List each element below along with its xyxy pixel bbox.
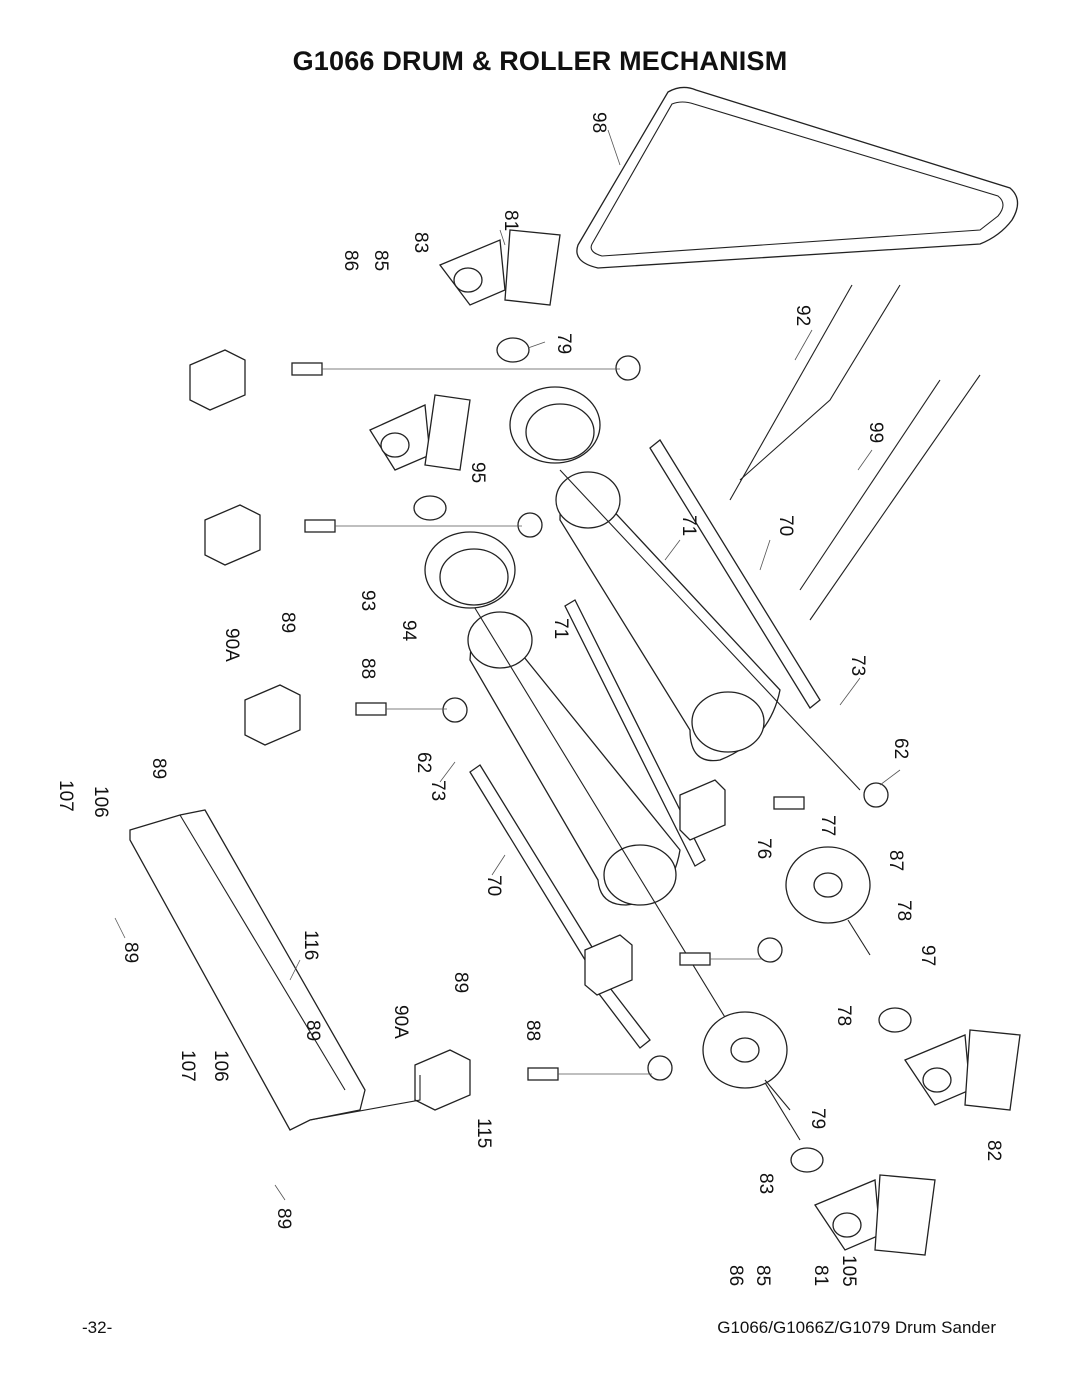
callout-89-upper: 89 — [277, 612, 298, 633]
callout-90A-upper: 90A — [221, 628, 242, 662]
callout-82: 82 — [983, 1140, 1004, 1161]
callout-71-lower: 71 — [550, 618, 571, 639]
callout-99: 99 — [865, 422, 886, 443]
dust-cover — [129, 809, 421, 1131]
callout-79-top: 79 — [553, 333, 574, 354]
leader-lines — [114, 129, 901, 1201]
callout-94: 94 — [398, 620, 419, 642]
callout-78-right: 78 — [893, 900, 914, 921]
callout-116: 116 — [300, 930, 321, 960]
upper-drum — [555, 469, 861, 791]
callout-106-upper: 106 — [90, 786, 111, 818]
callout-81-top: 81 — [500, 210, 521, 231]
callout-89-lower: 89 — [302, 1020, 323, 1041]
sandpaper-strips — [729, 284, 981, 621]
callout-88-upper: 88 — [357, 658, 378, 679]
callout-62-left: 62 — [413, 752, 434, 773]
callout-86-lower: 86 — [725, 1265, 746, 1286]
callout-98: 98 — [588, 112, 609, 133]
drive-belt — [576, 86, 1019, 269]
callout-106-lower: 106 — [210, 1050, 231, 1082]
callout-92: 92 — [792, 305, 813, 326]
callout-90A-lower: 90A — [390, 1005, 411, 1039]
callout-85-lower: 85 — [752, 1265, 773, 1286]
pulleys — [424, 386, 601, 609]
document-footer: G1066/G1066Z/G1079 Drum Sander — [717, 1318, 996, 1337]
callout-87: 87 — [885, 850, 906, 871]
callout-78-left: 78 — [833, 1005, 854, 1026]
callout-107-lower: 107 — [177, 1050, 198, 1082]
lower-bearing-brackets — [814, 1029, 1021, 1256]
small-hardware — [189, 337, 912, 1173]
callout-83-top: 83 — [410, 232, 431, 253]
callout-89-left: 89 — [120, 942, 141, 963]
callout-77: 77 — [817, 815, 838, 836]
page-number: -32- — [82, 1318, 113, 1337]
callout-86-top: 86 — [340, 250, 361, 271]
callout-93: 93 — [357, 590, 378, 611]
callout-71-upper: 71 — [678, 515, 699, 536]
conveyor-rollers — [469, 439, 821, 1049]
callout-79-lower: 79 — [807, 1108, 828, 1129]
callout-70-upper: 70 — [775, 515, 796, 536]
page-title: G1066 DRUM & ROLLER MECHANISM — [292, 46, 788, 76]
callout-73-left: 73 — [427, 780, 448, 801]
callout-labels: 98 81 83 85 86 79 92 99 95 71 70 93 89 9… — [55, 112, 1004, 1287]
callout-73-right: 73 — [847, 655, 868, 676]
callout-85-top: 85 — [370, 250, 391, 271]
callout-107-upper: 107 — [55, 780, 76, 812]
callout-83-lower: 83 — [755, 1173, 776, 1194]
callout-115: 115 — [473, 1118, 494, 1148]
lower-drum — [467, 599, 801, 1141]
upper-bearing-brackets — [369, 229, 561, 471]
callout-76: 76 — [753, 838, 774, 859]
callout-89-mid: 89 — [450, 972, 471, 993]
callout-70-lower: 70 — [483, 875, 504, 896]
adjustment-wheels — [702, 846, 871, 1111]
callout-95: 95 — [467, 462, 488, 483]
callout-89-bottom: 89 — [273, 1208, 294, 1229]
callout-89-cover: 89 — [148, 758, 169, 779]
callout-105: 105 — [838, 1255, 859, 1287]
callout-97: 97 — [917, 945, 938, 966]
callout-81-lower: 81 — [810, 1265, 831, 1286]
callout-88-lower: 88 — [522, 1020, 543, 1041]
callout-62-right: 62 — [890, 738, 911, 759]
